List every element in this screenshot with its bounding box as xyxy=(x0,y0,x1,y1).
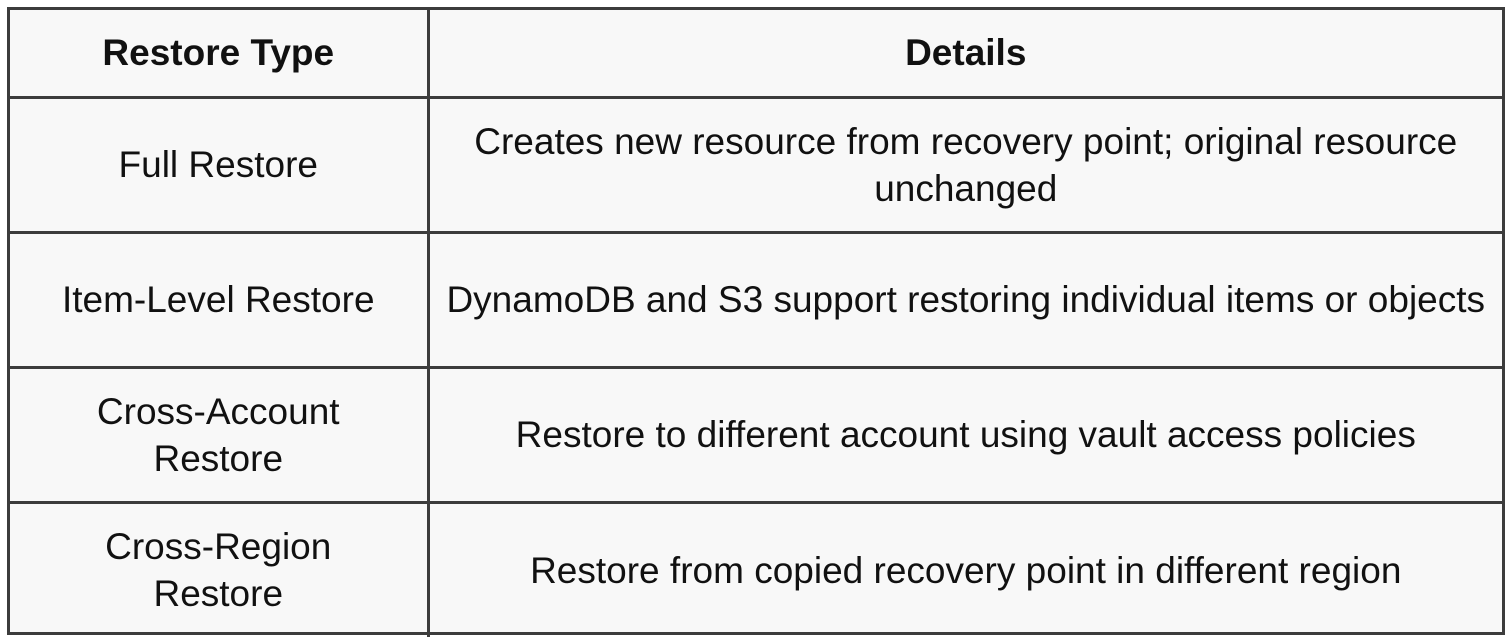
header-restore-type: Restore Type xyxy=(10,10,430,99)
restore-types-table: Restore Type Details Full Restore Create… xyxy=(10,10,1502,637)
restore-types-table-container: Restore Type Details Full Restore Create… xyxy=(7,7,1505,637)
restore-type-cell: Item-Level Restore xyxy=(10,230,430,369)
table-row: Full Restore Creates new resource from r… xyxy=(10,95,1502,234)
restore-type-cell: Cross-Region Restore xyxy=(10,500,430,637)
restore-type-cell: Full Restore xyxy=(10,95,430,234)
details-cell: Restore to different account using vault… xyxy=(426,365,1502,504)
details-cell: Creates new resource from recovery point… xyxy=(426,95,1502,234)
details-cell: Restore from copied recovery point in di… xyxy=(426,500,1502,637)
table-row: Cross-Account Restore Restore to differe… xyxy=(10,365,1502,504)
table-row: Cross-Region Restore Restore from copied… xyxy=(10,500,1502,637)
table-header-row: Restore Type Details xyxy=(10,10,1502,99)
restore-type-cell: Cross-Account Restore xyxy=(10,365,430,504)
header-details: Details xyxy=(426,10,1502,99)
table-row: Item-Level Restore DynamoDB and S3 suppo… xyxy=(10,230,1502,369)
details-cell: DynamoDB and S3 support restoring indivi… xyxy=(426,230,1502,369)
